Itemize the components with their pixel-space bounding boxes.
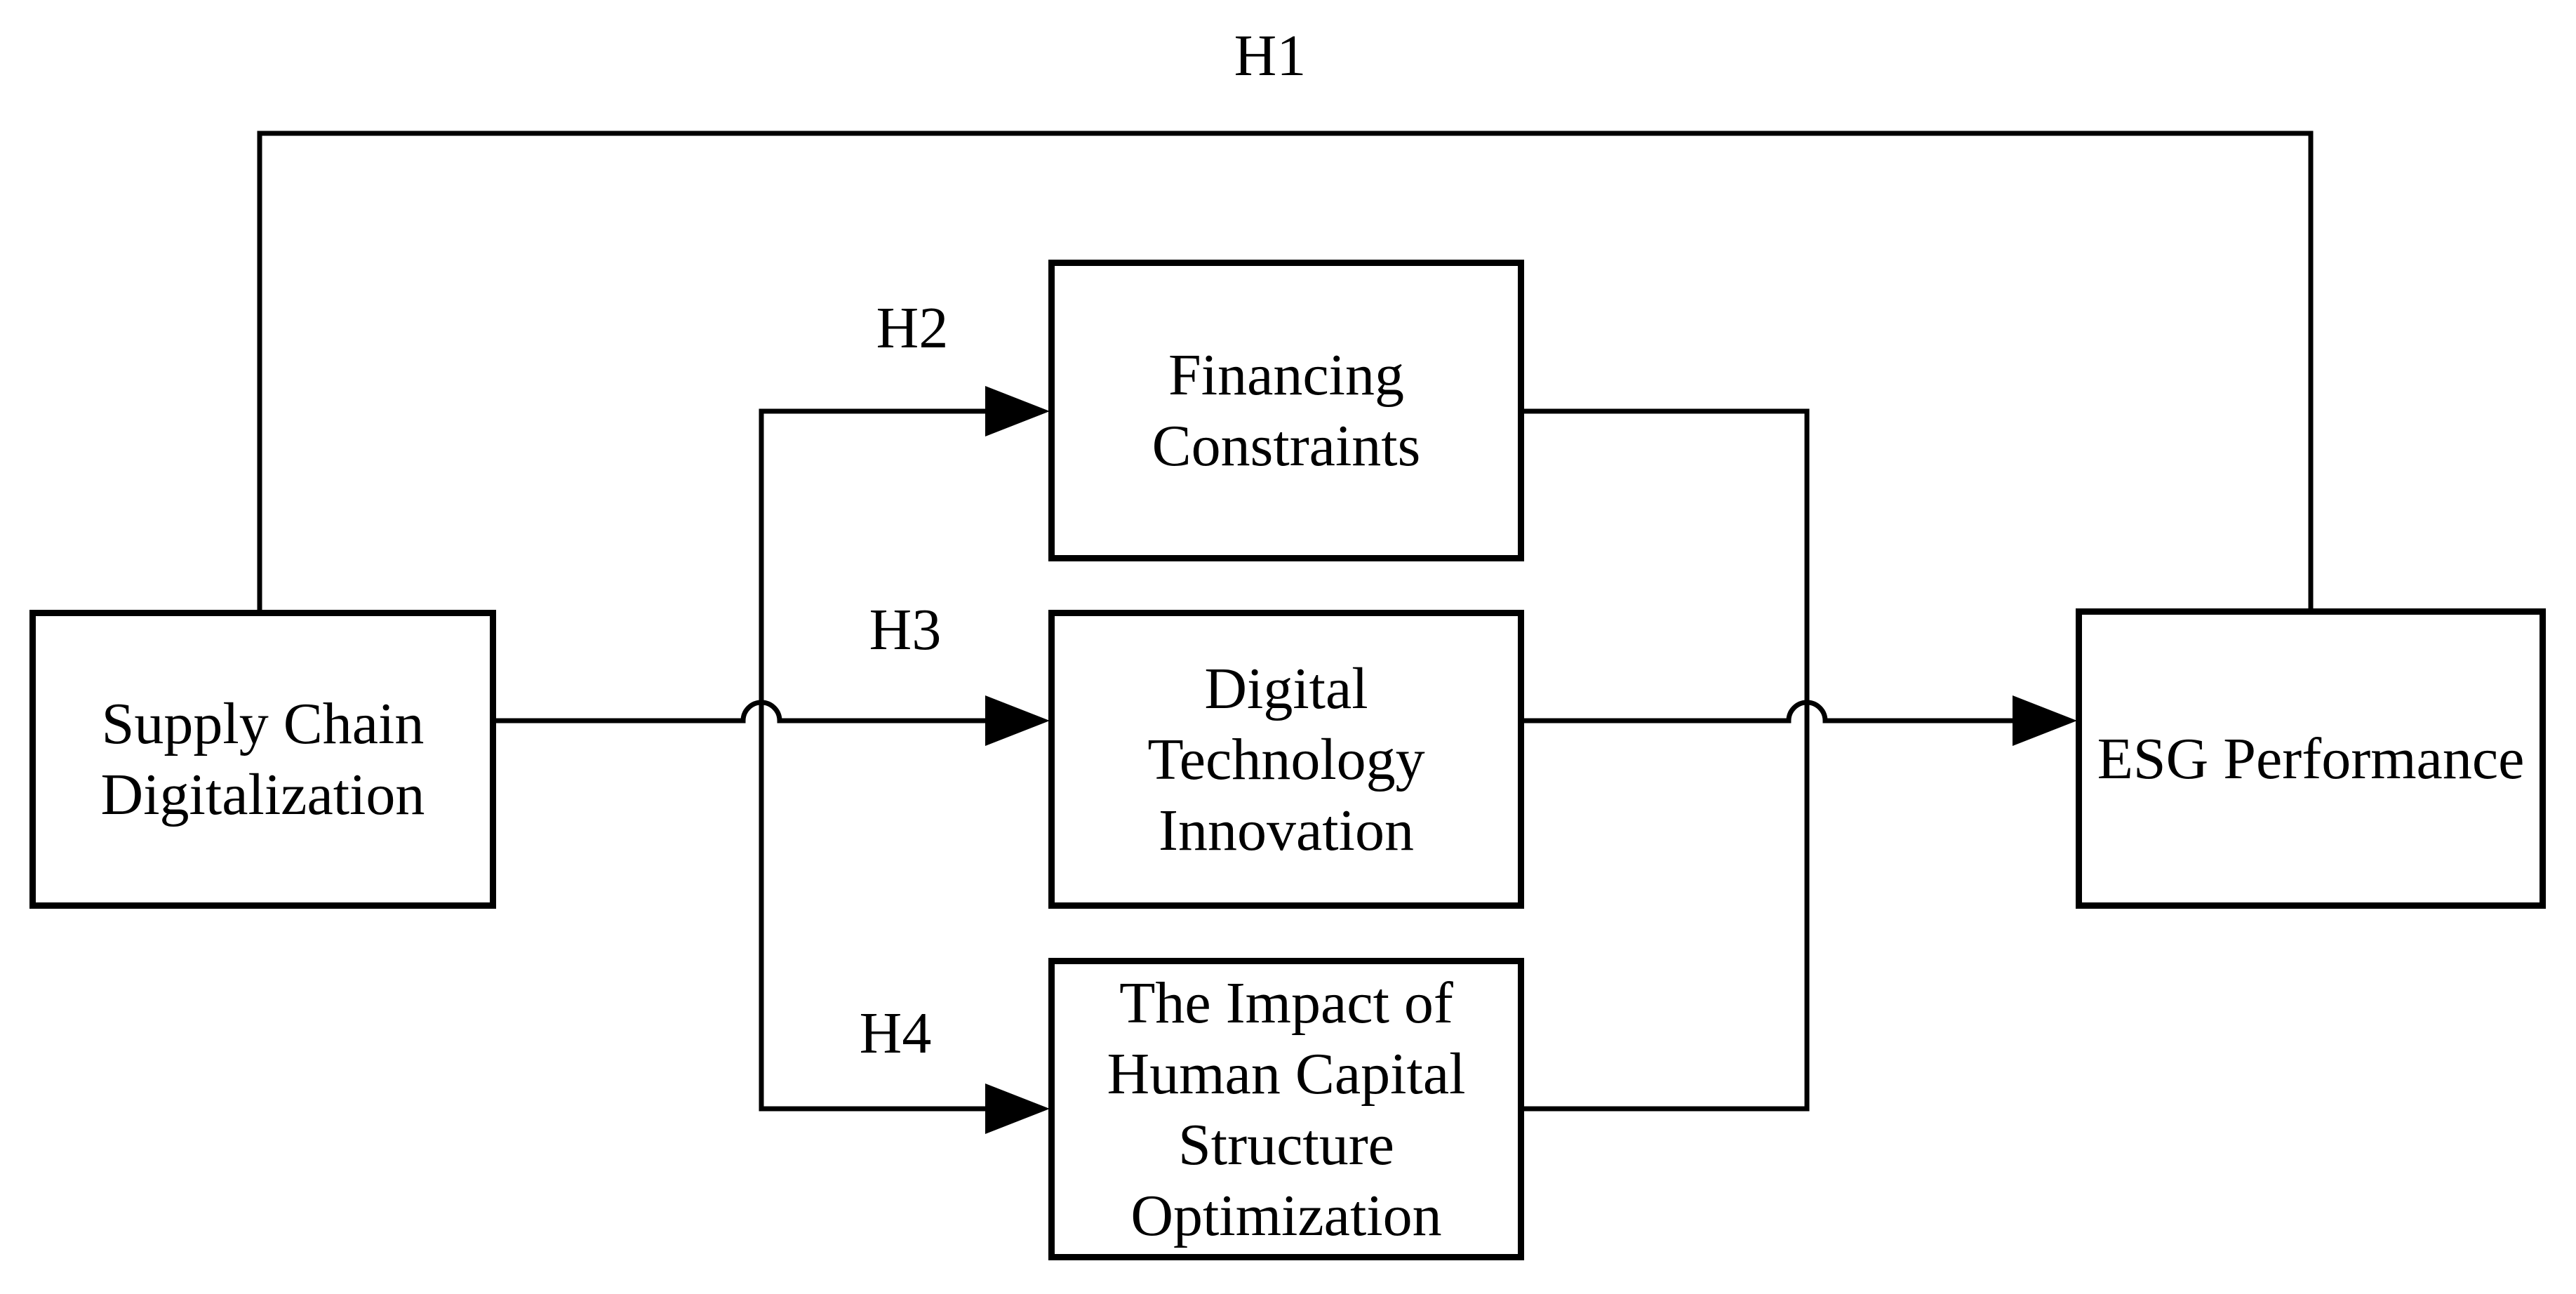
box-text-line: Structure [1178, 1112, 1394, 1178]
h1-label: H1 [1234, 23, 1307, 88]
h3-arrowhead [985, 695, 1050, 746]
h1-direct-path [257, 131, 2314, 610]
mediator-line-left [496, 700, 985, 723]
esg-performance-box: ESG Performance [2076, 608, 2546, 909]
box-text-line: ESG Performance [2097, 726, 2525, 792]
left-branch-path [759, 408, 985, 1112]
h4-arrowhead [985, 1083, 1050, 1134]
box-text-line: Supply Chain [101, 691, 425, 756]
h4-label: H4 [859, 1001, 932, 1066]
financing-constraints-box: Financing Constraints [1048, 260, 1524, 561]
h3-label: H3 [869, 597, 942, 662]
box-text-line: Digital [1204, 655, 1368, 721]
box-text-line: The Impact of [1119, 970, 1453, 1036]
h2-arrowhead [985, 386, 1050, 436]
esg-arrowhead [2013, 695, 2077, 746]
digital-technology-innovation-box: Digital Technology Innovation [1048, 610, 1524, 909]
box-text-line: Human Capital [1107, 1041, 1466, 1107]
mediator-line-right [1524, 700, 2013, 723]
human-capital-structure-optimization-box: The Impact of Human Capital Structure Op… [1048, 958, 1524, 1260]
h2-label: H2 [876, 295, 949, 361]
right-collector-path [1524, 408, 1810, 1112]
box-text-line: Optimization [1130, 1182, 1442, 1248]
box-text-line: Financing [1168, 342, 1404, 408]
box-text-line: Technology [1147, 726, 1425, 792]
supply-chain-digitalization-box: Supply Chain Digitalization [29, 610, 496, 909]
box-text-line: Digitalization [100, 762, 425, 827]
box-text-line: Constraints [1152, 413, 1421, 479]
box-text-line: Innovation [1159, 797, 1414, 863]
